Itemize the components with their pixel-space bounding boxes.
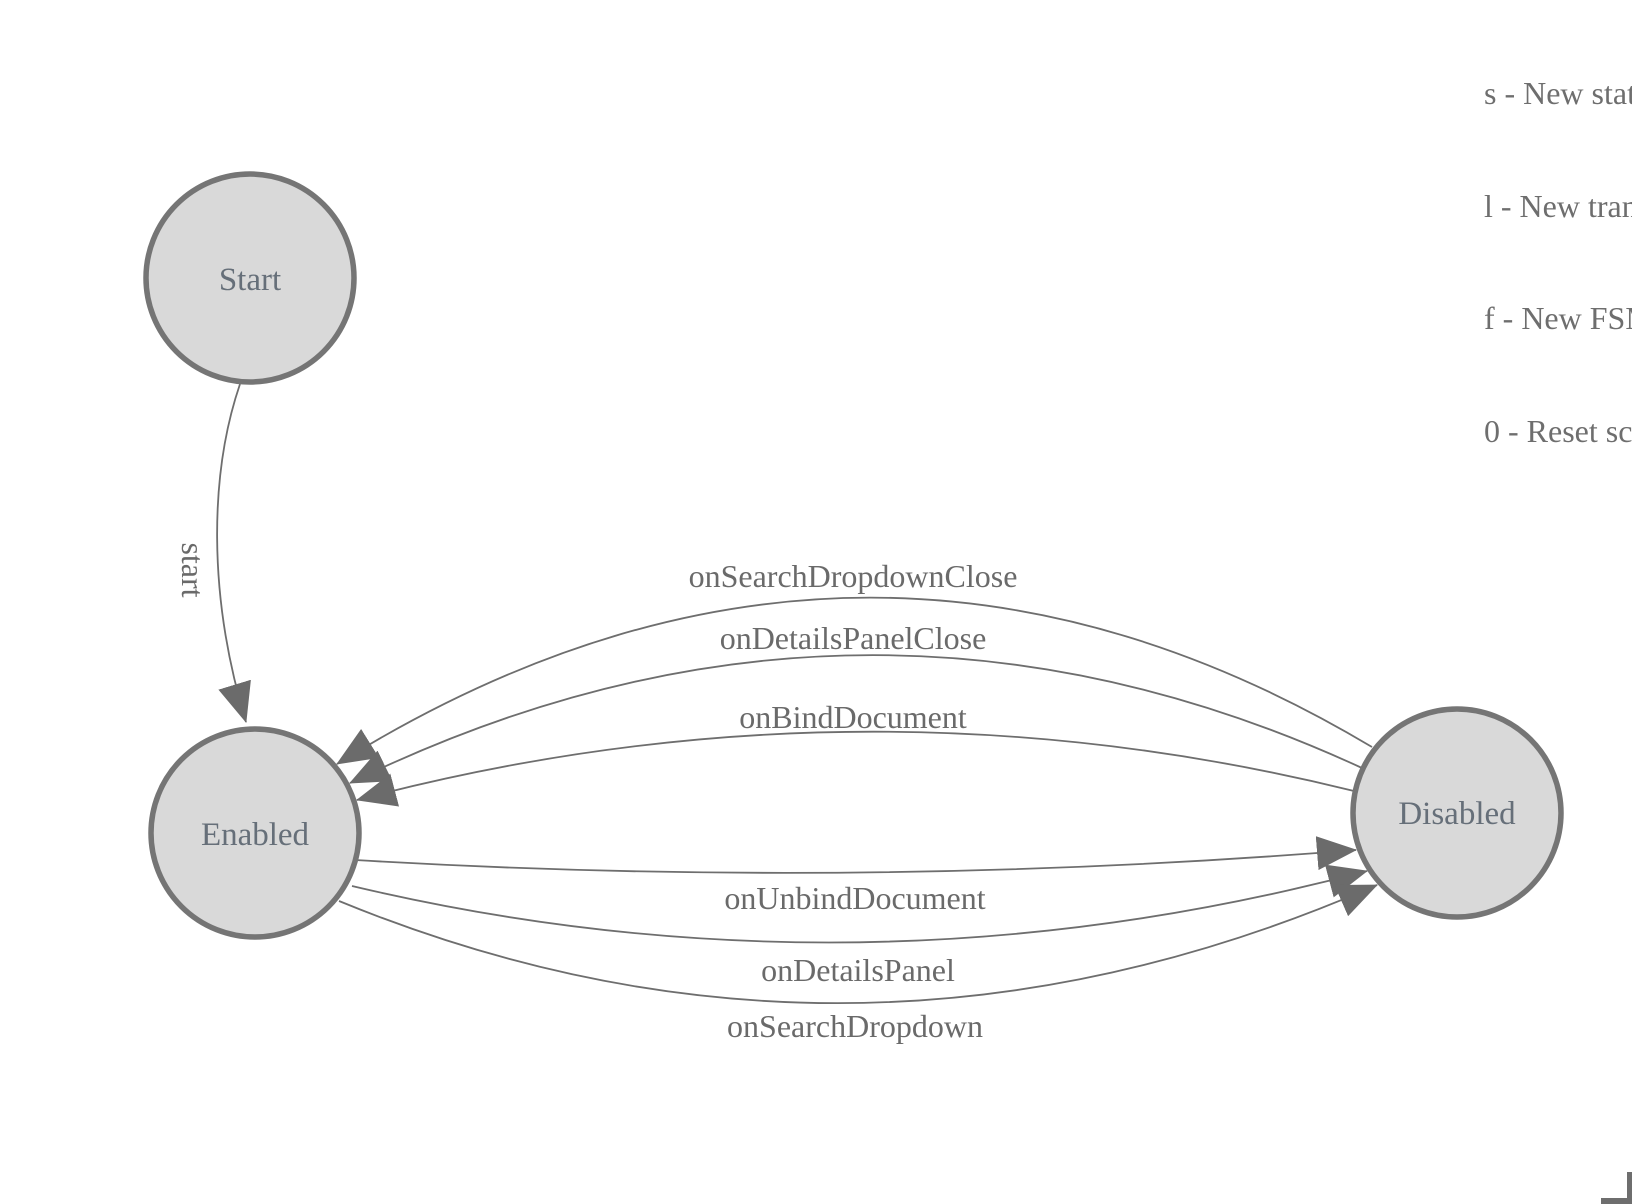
state-node-start[interactable]: Start	[143, 171, 357, 385]
transition-edges	[216, 383, 1378, 1004]
legend-line-new-fsm: f - New FSM	[1484, 300, 1632, 336]
transition-edge-search-dropdown[interactable]	[338, 884, 1378, 1004]
state-node-disabled[interactable]: Disabled	[1350, 706, 1564, 920]
edge-label-search-dropdown-close: onSearchDropdownClose	[689, 558, 1018, 594]
edge-label-search-dropdown: onSearchDropdown	[727, 1008, 983, 1044]
transition-edge-details-panel-close[interactable]	[349, 654, 1363, 784]
state-circle-enabled[interactable]	[148, 726, 362, 940]
legend-line-reset-scale: 0 - Reset sca	[1484, 412, 1632, 449]
transition-edge-bind-document[interactable]	[356, 730, 1355, 807]
paper-corner-mark	[1601, 1172, 1632, 1204]
edge-labels: start onSearchDropdownClose onDetailsPan…	[175, 542, 1017, 1044]
transition-edge-start-to-enabled[interactable]	[216, 383, 251, 723]
state-circle-disabled[interactable]	[1350, 706, 1564, 920]
edge-label-start: start	[175, 542, 211, 597]
transition-edge-search-dropdown-close[interactable]	[336, 596, 1373, 765]
edge-label-unbind-document: onUnbindDocument	[724, 880, 985, 916]
transition-edge-unbind-document[interactable]	[354, 836, 1357, 874]
state-label-start: Start	[219, 262, 281, 298]
legend-line-new-transition: l - New tran	[1484, 187, 1632, 224]
state-label-disabled: Disabled	[1398, 796, 1516, 832]
state-label-enabled: Enabled	[201, 817, 310, 853]
corner-mark-vertical	[1627, 1172, 1632, 1204]
state-circle-start[interactable]	[143, 171, 357, 385]
legend-line-new-state: s - New stat	[1484, 75, 1632, 111]
state-node-enabled[interactable]: Enabled	[148, 726, 362, 940]
hotkey-legend: s - New stat l - New tran f - New FSM 0 …	[1484, 0, 1632, 525]
edge-label-details-panel-close: onDetailsPanelClose	[720, 620, 987, 656]
edge-label-bind-document: onBindDocument	[739, 699, 967, 735]
transition-edge-details-panel[interactable]	[351, 864, 1368, 944]
edge-label-details-panel: onDetailsPanel	[761, 952, 955, 988]
corner-mark-horizontal	[1601, 1198, 1632, 1204]
